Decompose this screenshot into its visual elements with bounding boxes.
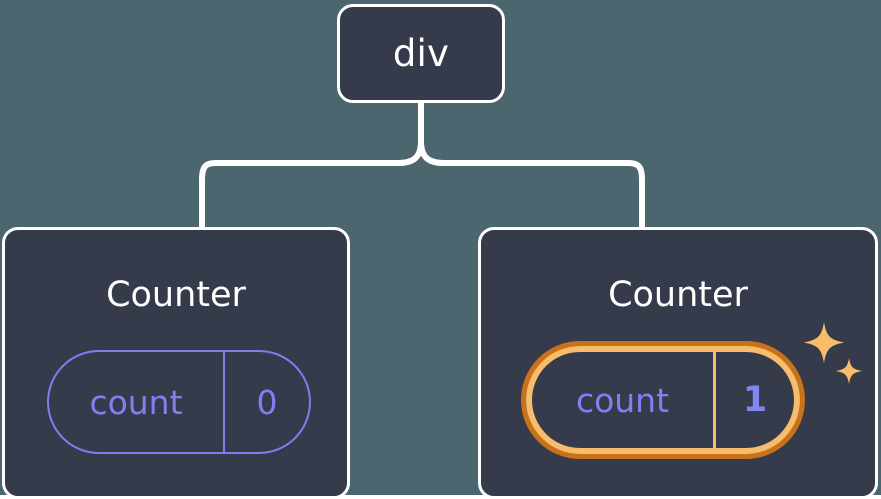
state-value-cell: 1 — [716, 352, 794, 448]
node-counter-right[interactable]: Counter count 1 — [478, 227, 878, 499]
state-pill-left[interactable]: count 0 — [47, 350, 311, 454]
state-pill-right-highlighted[interactable]: count 1 — [521, 341, 805, 459]
state-key-cell: count — [532, 352, 716, 448]
state-value-label: 1 — [742, 379, 768, 420]
state-value-label: 0 — [256, 382, 278, 422]
node-div[interactable]: div — [337, 4, 505, 103]
state-key-label: count — [89, 382, 183, 422]
state-pill-inner-ring: count 1 — [526, 346, 800, 454]
node-div-label: div — [392, 32, 450, 75]
node-counter-left-label: Counter — [106, 275, 246, 315]
connector-branch-left — [199, 138, 424, 230]
connector-branch-right — [418, 138, 645, 230]
sparkle-small-icon — [836, 358, 862, 384]
sparkle-large-icon — [804, 322, 844, 363]
node-counter-right-label: Counter — [608, 275, 748, 315]
sparkle-group — [804, 322, 862, 384]
state-value-cell: 0 — [225, 352, 309, 452]
state-key-cell: count — [49, 352, 225, 452]
node-counter-left[interactable]: Counter count 0 — [2, 227, 350, 499]
state-key-label: count — [575, 380, 670, 420]
